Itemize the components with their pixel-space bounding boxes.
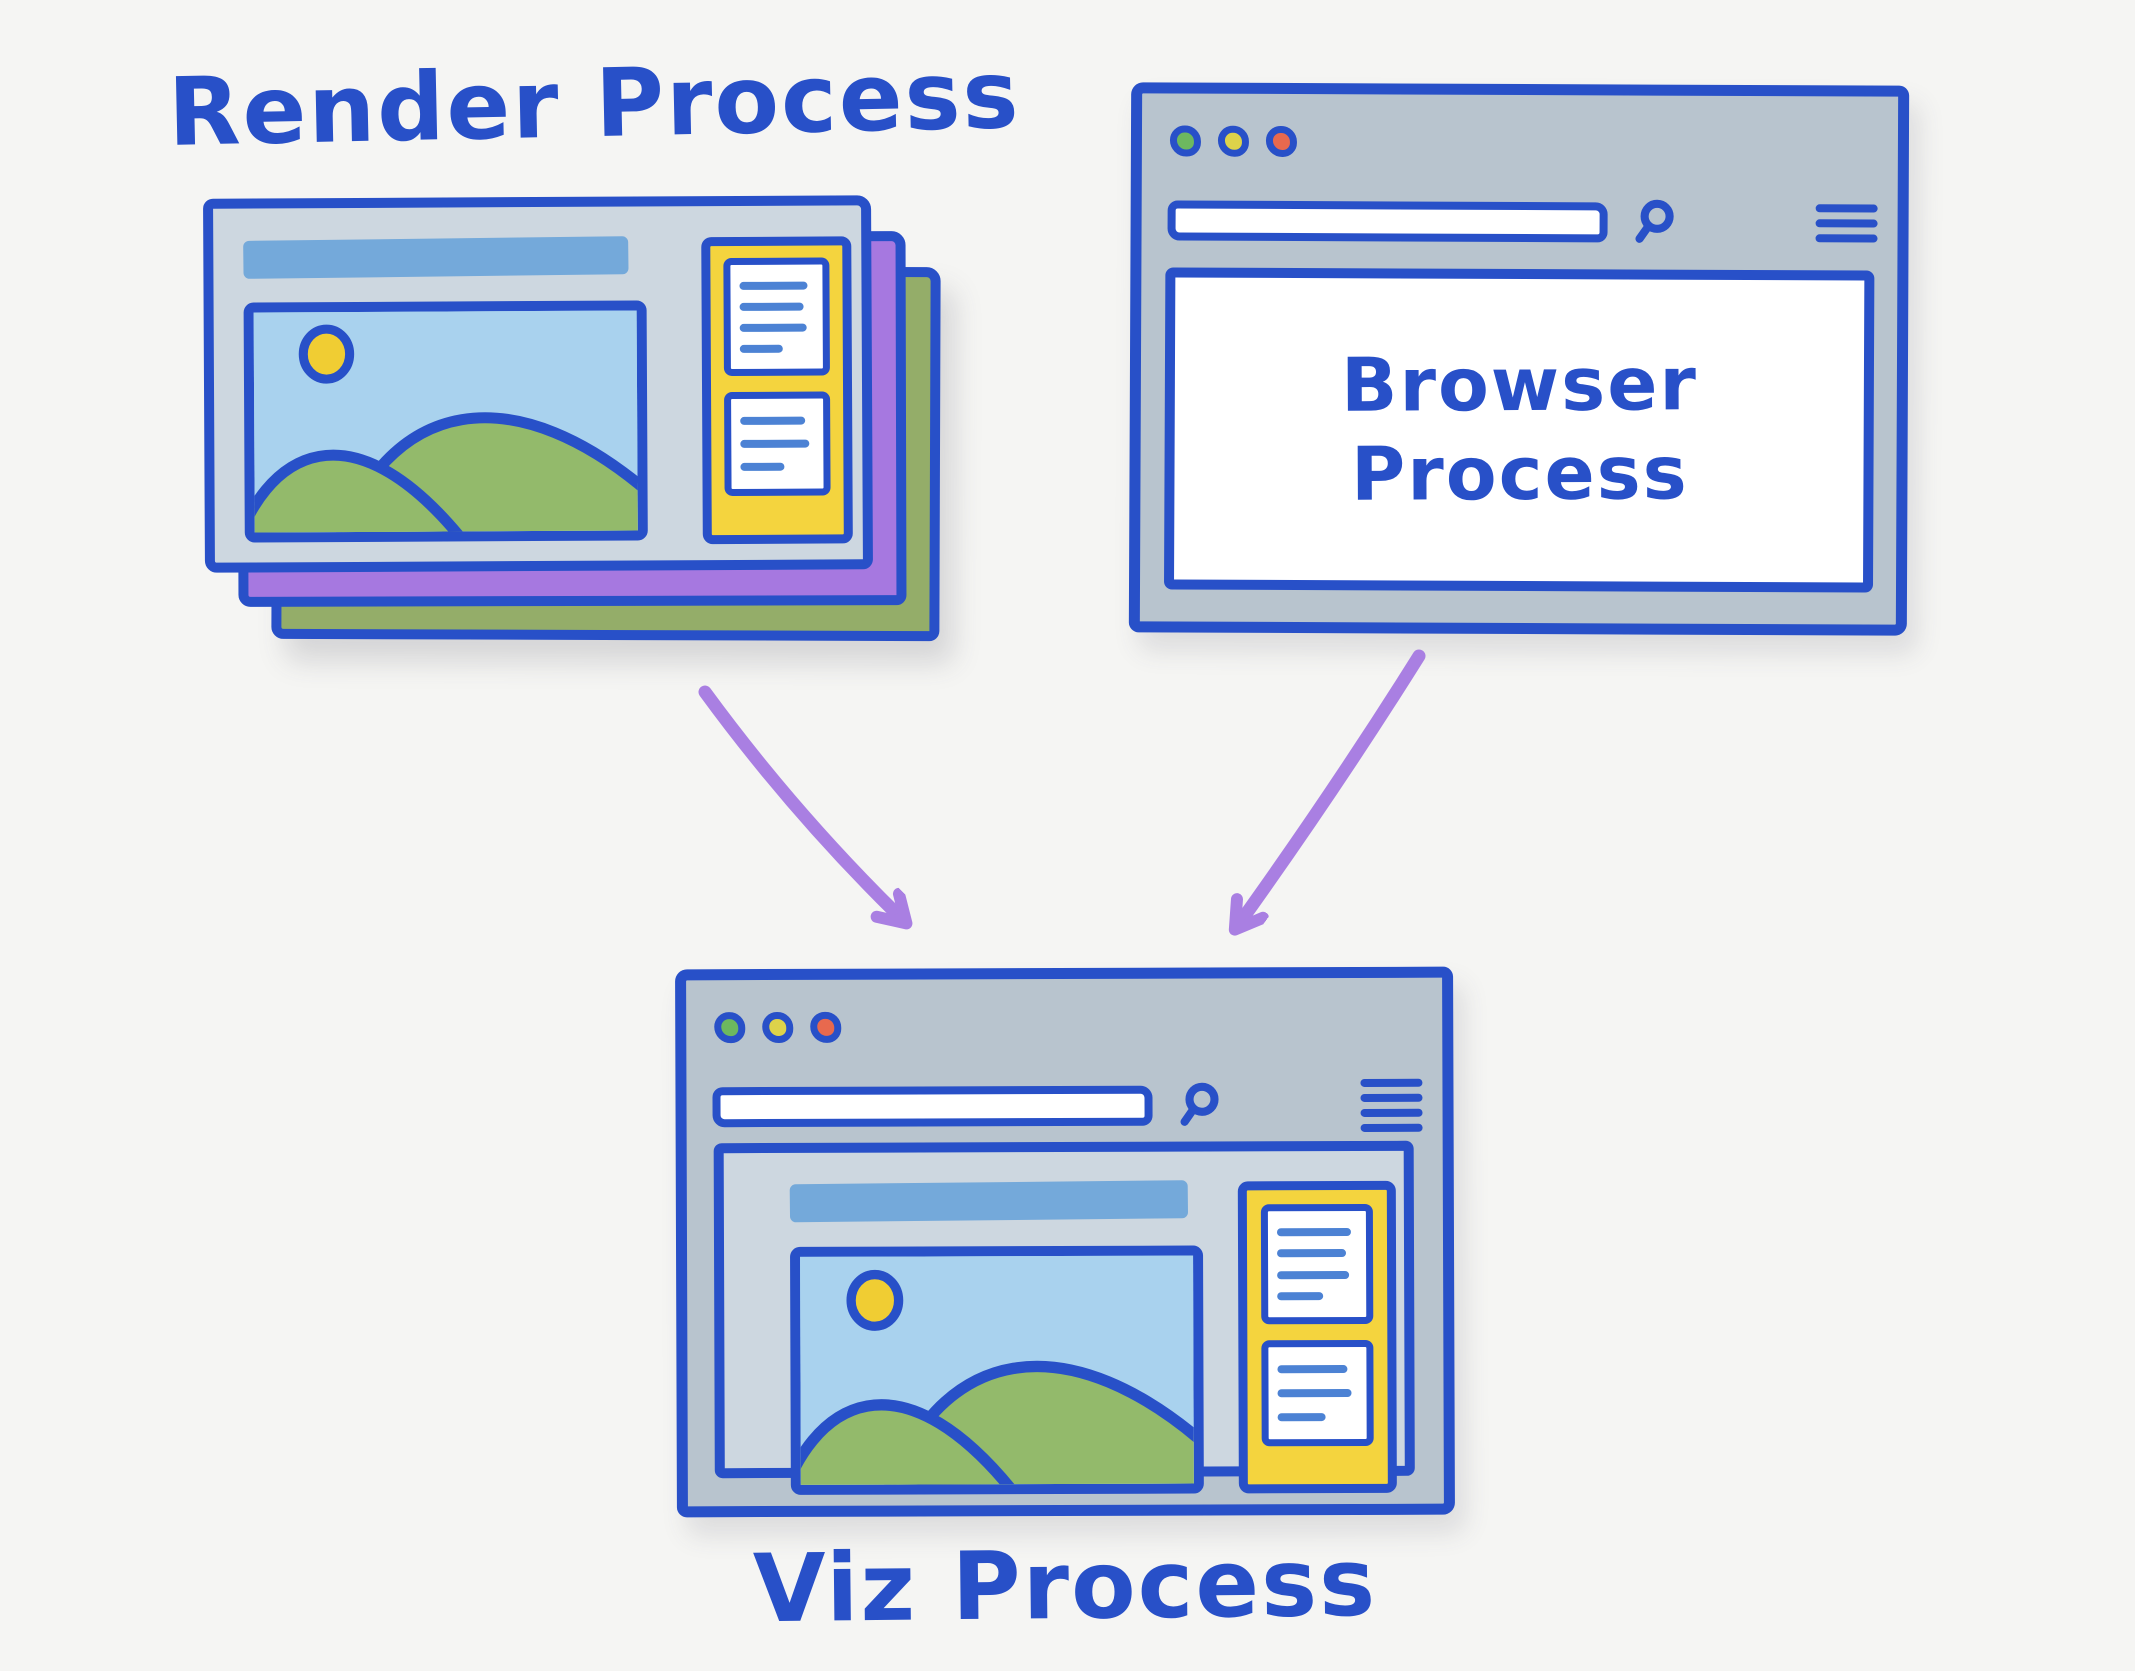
page-image-frame xyxy=(243,300,648,543)
text-line xyxy=(739,302,804,311)
text-line xyxy=(739,323,807,332)
text-line xyxy=(739,344,783,353)
render-page-card xyxy=(203,195,873,573)
sidebar-card xyxy=(723,257,830,377)
arrow-render-to-viz xyxy=(698,685,905,922)
browser-window-content: Browser Process xyxy=(1163,267,1875,593)
search-icon xyxy=(1180,1082,1219,1126)
browser-process-label: Browser Process xyxy=(1340,341,1698,518)
text-line xyxy=(1277,1249,1346,1258)
text-line xyxy=(740,416,806,425)
browser-toolbar xyxy=(712,1078,1423,1132)
menu-line xyxy=(1815,204,1878,213)
window-button-red-icon xyxy=(810,1011,842,1043)
browser-process-window: Browser Process xyxy=(1128,82,1910,636)
text-line xyxy=(739,281,808,290)
window-button-red-icon xyxy=(1265,125,1298,158)
browser-toolbar xyxy=(1167,197,1878,246)
menu-line xyxy=(1360,1093,1423,1102)
viz-process-window xyxy=(675,966,1455,1518)
search-icon xyxy=(1635,199,1674,243)
window-button-green-icon xyxy=(714,1012,746,1044)
text-line xyxy=(1277,1388,1352,1398)
page-header-bar xyxy=(789,1180,1189,1223)
sidebar-card xyxy=(724,391,831,497)
page-sidebar xyxy=(1237,1180,1397,1494)
viz-window-content xyxy=(713,1140,1415,1495)
arrow-browser-to-viz xyxy=(1236,649,1426,928)
menu-icon xyxy=(1360,1078,1423,1132)
sun-icon xyxy=(846,1269,904,1331)
text-line xyxy=(1277,1413,1326,1422)
menu-line xyxy=(1360,1108,1423,1117)
text-line xyxy=(1277,1292,1324,1301)
url-bar xyxy=(1167,200,1608,243)
sun-icon xyxy=(298,324,355,384)
window-buttons xyxy=(1169,125,1298,158)
text-line xyxy=(1277,1365,1348,1374)
window-button-green-icon xyxy=(1169,125,1202,157)
menu-icon xyxy=(1815,204,1878,243)
text-line xyxy=(1277,1270,1350,1280)
sidebar-card xyxy=(1260,1203,1374,1325)
sidebar-card xyxy=(1261,1339,1374,1447)
window-button-yellow-icon xyxy=(1217,125,1250,157)
menu-line xyxy=(1360,1123,1423,1132)
window-button-yellow-icon xyxy=(762,1011,794,1044)
menu-line xyxy=(1815,234,1878,243)
menu-line xyxy=(1360,1078,1423,1087)
landscape-image xyxy=(243,300,648,543)
text-line xyxy=(1276,1227,1351,1237)
text-line xyxy=(740,439,810,448)
render-process-label: Render Process xyxy=(166,41,1022,168)
menu-line xyxy=(1815,219,1878,228)
url-bar xyxy=(712,1085,1153,1128)
viz-process-label: Viz Process xyxy=(752,1528,1378,1645)
landscape-image xyxy=(790,1245,1204,1495)
page-sidebar xyxy=(701,236,853,545)
text-line xyxy=(740,463,785,472)
window-buttons xyxy=(714,1011,842,1044)
page-header-bar xyxy=(243,236,629,279)
page-image-frame xyxy=(790,1245,1204,1495)
